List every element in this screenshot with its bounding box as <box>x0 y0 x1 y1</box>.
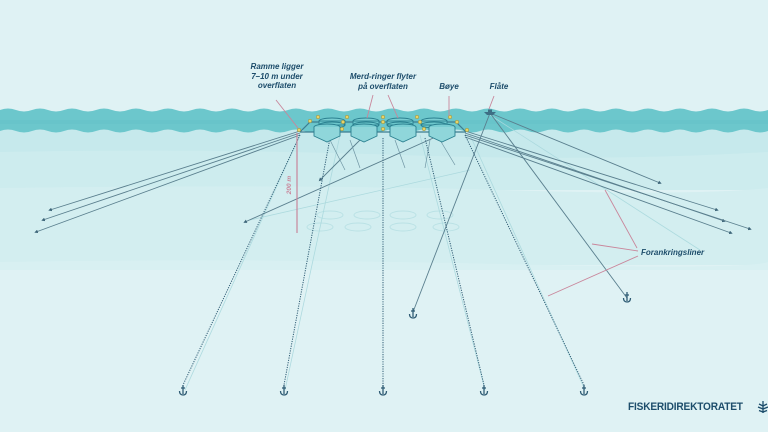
cage-ties <box>329 139 456 171</box>
svg-text:200 m: 200 m <box>286 176 293 196</box>
anchor-icon <box>622 291 632 303</box>
buoys <box>296 114 470 133</box>
anchor-icon <box>479 384 489 396</box>
label-frame-line-1: Ramme ligger <box>250 62 304 71</box>
label-rings-line-1: Merd-ringer flyter <box>349 72 417 81</box>
ghost-rings <box>306 210 460 232</box>
cage <box>428 123 456 143</box>
cage <box>350 123 378 143</box>
label-frame-line-3: overflaten <box>257 81 297 90</box>
mooring-lines-left <box>34 130 441 234</box>
label-rings-line-2: på overflaten <box>358 81 408 91</box>
anchors <box>178 291 632 396</box>
label-buoy: Bøye <box>439 82 459 91</box>
label-mooring-lines: Forankringsliner <box>641 248 705 257</box>
water-layers <box>0 128 768 270</box>
label-pointers <box>275 94 639 297</box>
mooring-lines-right <box>412 112 752 313</box>
label-frame-line-2: 7–10 m under <box>251 71 303 81</box>
anchor-lines-bottom <box>182 134 585 386</box>
cage <box>313 123 341 143</box>
anchor-icon <box>178 384 188 396</box>
label-rings: Merd-ringer flyter på overflaten <box>348 72 418 91</box>
brand-logo: FISKERIDIREKTORATET <box>628 400 768 414</box>
anchor-icon <box>378 384 388 396</box>
label-raft: Flåte <box>489 82 509 91</box>
anchor-icon <box>408 307 418 319</box>
label-frame: Ramme ligger 7–10 m under overflaten <box>246 62 308 91</box>
cage <box>389 123 417 143</box>
raft <box>484 109 496 115</box>
anchor-icon <box>579 384 589 396</box>
brand-emblem-icon <box>757 401 768 413</box>
brand-name: FISKERIDIREKTORATET <box>628 401 743 413</box>
depth-marker: 200 m <box>286 133 298 233</box>
anchor-icon <box>279 384 289 396</box>
fish-cages <box>313 117 456 143</box>
